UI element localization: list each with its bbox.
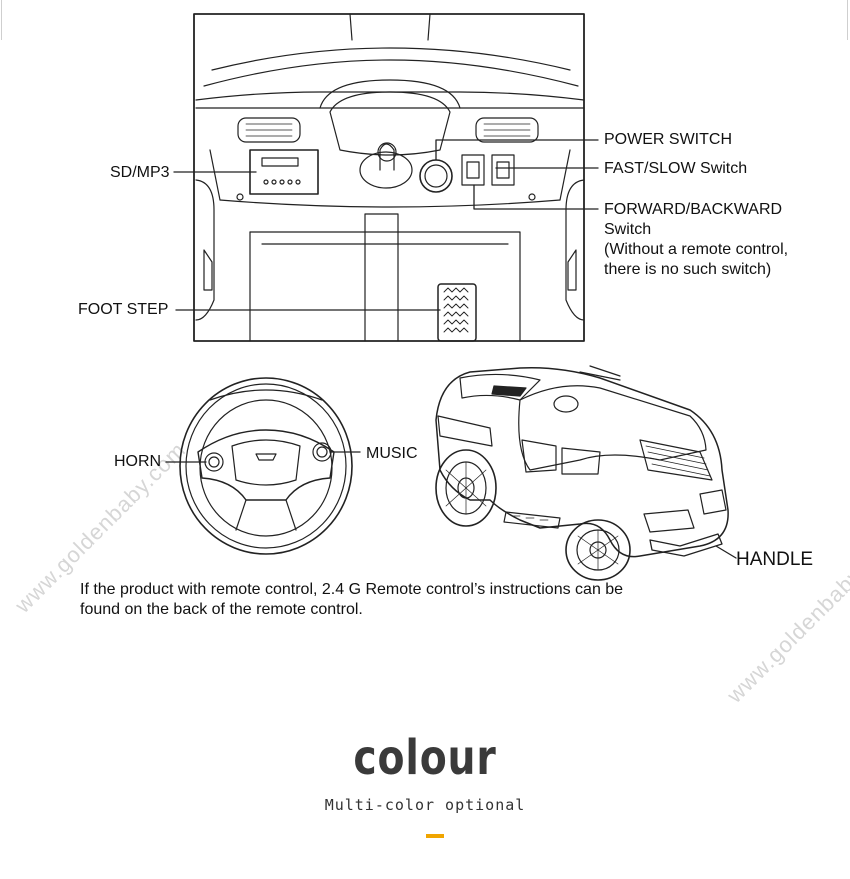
car-illustration: [435, 365, 729, 581]
car-leader-lines: [715, 545, 737, 559]
note-line-1: If the product with remote control, 2.4 …: [80, 581, 624, 598]
foot-step-label: FOOT STEP: [78, 301, 169, 318]
dashboard-illustration: [193, 13, 585, 342]
accent-bar: [426, 834, 444, 838]
remote-control-note: If the product with remote control, 2.4 …: [80, 580, 680, 620]
forward-backward-label-line4: there is no such switch): [604, 261, 772, 278]
steering-wheel-illustration: [179, 377, 353, 555]
music-label: MUSIC: [366, 445, 418, 462]
section-subtitle: Multi-color optional: [324, 796, 526, 814]
dashboard-leader-lines: [173, 139, 599, 311]
left-edge-mark: [1, 0, 2, 40]
section-title: colour: [353, 730, 497, 786]
fast-slow-switch-label: FAST/SLOW Switch: [604, 160, 748, 177]
right-edge-mark: [847, 0, 848, 40]
sd-mp3-label: SD/MP3: [110, 164, 170, 181]
forward-backward-label-line3: (Without a remote control,: [604, 241, 789, 258]
wheel-leader-lines: [165, 451, 361, 463]
note-line-2: found on the back of the remote control.: [80, 601, 363, 618]
horn-label: HORN: [114, 453, 162, 470]
handle-label: HANDLE: [736, 549, 814, 570]
forward-backward-label-line2: Switch: [604, 221, 652, 238]
power-switch-label: POWER SWITCH: [604, 131, 732, 148]
forward-backward-label-line1: FORWARD/BACKWARD: [604, 201, 783, 218]
